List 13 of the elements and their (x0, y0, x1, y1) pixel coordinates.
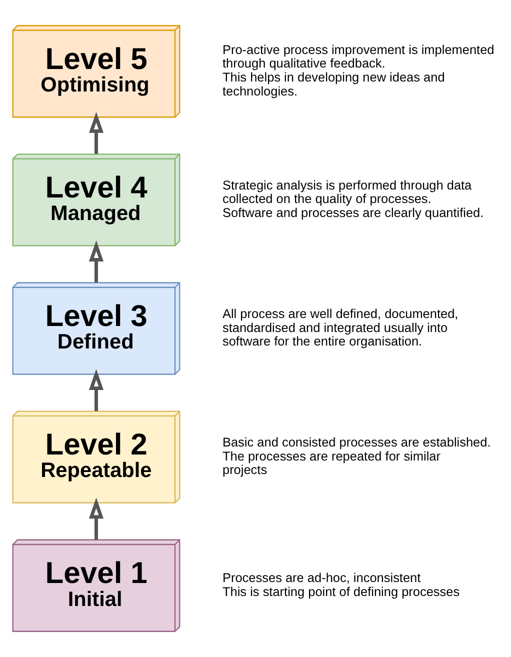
arrow (88, 240, 104, 282)
node-label: Pro-active process improvement is implemented through qualitative feedback. (222, 42, 494, 71)
node-label: Strategic analysis is performed through data collected on the quality of processes. (222, 177, 472, 206)
node-label: Processes are ad-hoc, inconsistent (222, 570, 421, 585)
node-label: This helps in developing new ideas and technologies. (222, 70, 445, 98)
node-label: Software and processes are clearly quantified. (222, 205, 484, 220)
node-label: All process are well defined, documented, standardised and integrated usually into software for the entire organisation. (222, 306, 458, 349)
node-label: The processes are repeated for similar projects (222, 448, 440, 478)
arrow (88, 498, 104, 540)
arrow (88, 112, 104, 154)
node-label: Basic and consisted processes are established. (222, 434, 491, 450)
arrow (88, 369, 104, 412)
node-label: This is starting point of defining processes (222, 584, 460, 599)
